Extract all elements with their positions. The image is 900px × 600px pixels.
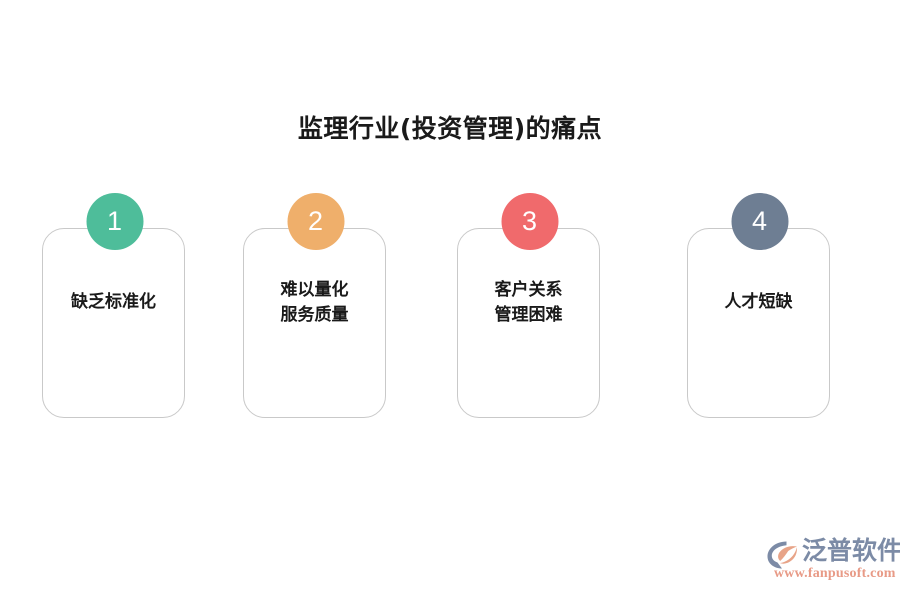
fanpu-logo-icon <box>766 540 800 570</box>
pain-point-card-row: 1 缺乏标准化 2 难以量化 服务质量 3 客户关系 管理困难 <box>0 190 900 430</box>
card-number-badge: 1 <box>86 193 143 250</box>
card-number-badge: 3 <box>501 193 558 250</box>
card-label-line: 难以量化 <box>280 280 349 300</box>
card-label: 人才短缺 <box>687 290 830 315</box>
brand-name: 泛普软件 <box>802 536 900 565</box>
card-label: 缺乏标准化 <box>42 290 185 315</box>
card-label-line: 管理困难 <box>494 305 563 325</box>
card-label-line: 服务质量 <box>280 305 349 325</box>
card-label-line: 人才短缺 <box>724 292 793 312</box>
pain-point-card[interactable]: 4 人才短缺 <box>687 190 832 425</box>
card-outline <box>687 228 830 418</box>
card-number-badge: 2 <box>287 193 344 250</box>
pain-point-card[interactable]: 2 难以量化 服务质量 <box>243 190 388 425</box>
pain-point-card[interactable]: 3 客户关系 管理困难 <box>457 190 602 425</box>
brand-watermark: 泛普软件 www.fanpusoft.com <box>766 536 900 584</box>
card-label: 客户关系 管理困难 <box>457 278 600 328</box>
card-label-line: 客户关系 <box>494 280 563 300</box>
card-outline <box>243 228 386 418</box>
pain-point-card[interactable]: 1 缺乏标准化 <box>42 190 187 425</box>
card-label: 难以量化 服务质量 <box>243 278 386 328</box>
card-outline <box>457 228 600 418</box>
card-label-line: 缺乏标准化 <box>71 292 156 312</box>
card-outline <box>42 228 185 418</box>
card-number-badge: 4 <box>731 193 788 250</box>
brand-url: www.fanpusoft.com <box>774 566 896 581</box>
page-title: 监理行业(投资管理)的痛点 <box>297 114 603 143</box>
